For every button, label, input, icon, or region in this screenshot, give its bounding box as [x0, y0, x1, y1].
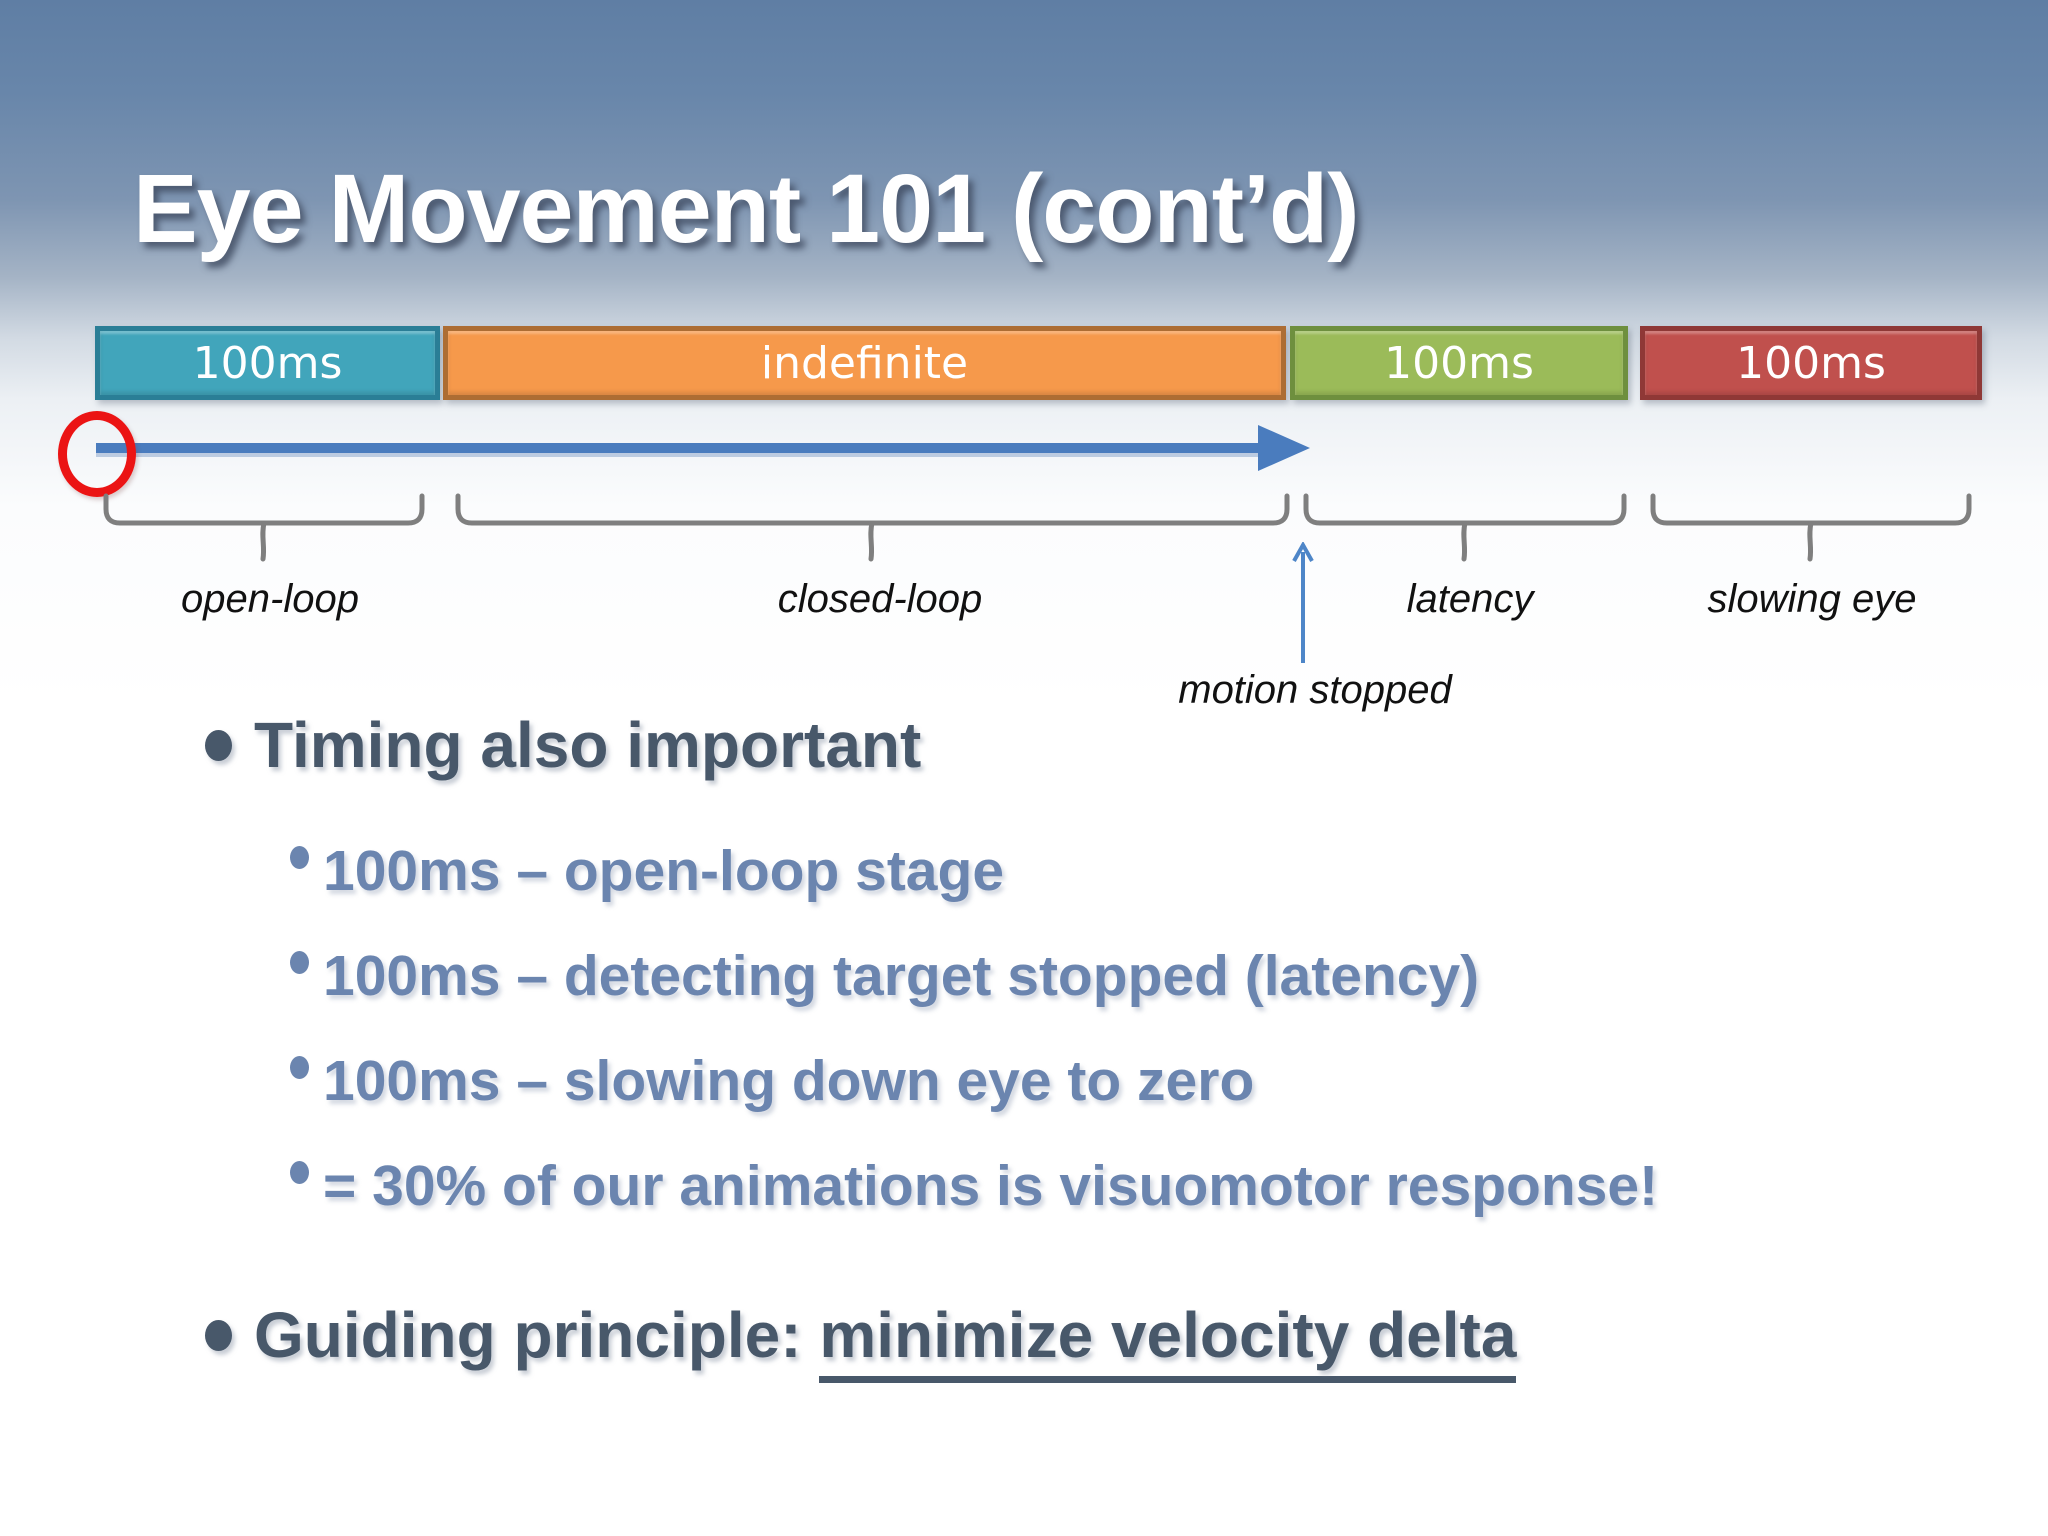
start-marker-circle-icon — [58, 411, 136, 497]
bullet-timing: Timing also important — [205, 708, 921, 782]
bullet-slowing-eye-text: 100ms – slowing down eye to zero — [323, 1049, 1255, 1113]
slide-title: Eye Movement 101 (cont’d) — [133, 153, 1360, 263]
timeline-bar-latency: 100ms — [1290, 326, 1628, 400]
bullet-visuomotor-text: = 30% of our animations is visuomotor re… — [323, 1154, 1659, 1218]
bullet-detecting-target-text: 100ms – detecting target stopped (latenc… — [323, 944, 1480, 1008]
brace-latency-icon — [1303, 493, 1627, 562]
phase-label-latency: latency — [1406, 577, 1534, 621]
bullet-guiding-principle-text: Guiding principle: minimize velocity del… — [254, 1298, 1517, 1383]
guiding-principle-underlined: minimize velocity delta — [819, 1299, 1517, 1383]
phase-label-slowing-eye: slowing eye — [1707, 577, 1917, 621]
timeline-bar-openloop: 100ms — [95, 326, 440, 400]
bullet-slowing-eye: 100ms – slowing down eye to zero — [290, 1048, 1254, 1114]
bullet-guiding-principle: Guiding principle: minimize velocity del… — [205, 1298, 1517, 1383]
brace-closed-loop-icon — [455, 493, 1290, 562]
brace-open-loop-icon — [103, 493, 425, 562]
bullet-dot-icon — [205, 730, 232, 761]
bullet-dot-icon — [290, 1161, 309, 1184]
phase-label-open-loop: open-loop — [181, 577, 359, 621]
timeline-bar-closedloop: indefinite — [443, 326, 1286, 400]
bullet-dot-icon — [290, 846, 309, 869]
bullet-openloop-stage-text: 100ms – open-loop stage — [323, 839, 1005, 903]
motion-stopped-arrow-icon — [1292, 542, 1314, 663]
bullet-dot-icon — [290, 951, 309, 974]
motion-stopped-label: motion stopped — [1178, 668, 1452, 712]
guiding-principle-prefix: Guiding principle: — [254, 1299, 820, 1371]
bullet-openloop-stage: 100ms – open-loop stage — [290, 838, 1004, 904]
phase-label-closed-loop: closed-loop — [777, 577, 983, 621]
bullet-dot-icon — [290, 1056, 309, 1079]
timeline-arrow-icon — [96, 425, 1310, 471]
bullet-dot-icon — [205, 1320, 232, 1351]
bullet-timing-text: Timing also important — [254, 709, 922, 781]
brace-slowing-eye-icon — [1650, 493, 1972, 562]
bullet-visuomotor: = 30% of our animations is visuomotor re… — [290, 1153, 1658, 1219]
bullet-detecting-target: 100ms – detecting target stopped (latenc… — [290, 943, 1479, 1009]
timeline-bar-slowing: 100ms — [1640, 326, 1982, 400]
